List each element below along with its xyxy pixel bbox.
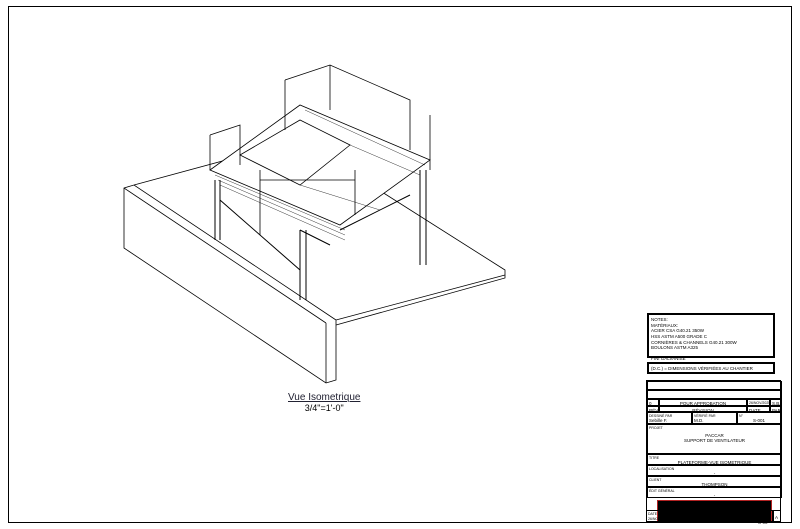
rev-cell: RÉV.01 [676,510,706,522]
notes-line: FINI GALVANISÉ [651,355,686,361]
rev-date: 26/NOV/2025 [747,399,771,406]
notes-box: NOTES: MATÉRIAUX: ACIER CSA G40.21 350W … [647,313,775,361]
notes-line: ACIER CSA G40.21 350W [651,328,705,334]
sheet-size: A [773,510,781,522]
rev-by: S.B. [770,399,782,406]
title-block: 0 POUR APPROBATION 26/NOV/2025 S.B. RÉV … [646,380,782,522]
rev-desc: POUR APPROBATION [659,399,747,406]
drawing-sheet-border [8,6,792,523]
rev-header: RÉV [647,406,659,413]
guardrails [209,64,431,235]
desc-header: RÉVISION [659,406,747,413]
general-edit: ÉDIT GÉNÉRAL- [647,487,782,498]
wall-left [123,184,337,384]
grating-lines [214,109,426,241]
notes-line: NOTES: [651,317,668,322]
notes-line: BOULONS ASTM A325 [651,345,699,351]
view-scale: 3/4"=1'-0" [304,403,344,413]
dimension-note: (D.C.) = DIMENSIONS VÉRIFIÉES AU CHANTIE… [647,362,775,374]
view-title: Vue Isometrique [288,392,361,403]
location: LOCALISATION- [647,465,782,476]
date-header: DATE [747,406,770,413]
notes-line: CORNIÈRES & CHANNELS G40.21 300W [651,339,737,345]
notes-line: HSS ASTM A500 GRADE C [651,333,708,339]
notes-line: MATÉRIAUX: [651,322,679,328]
by-header: PAR [770,406,782,413]
sheet-cell: DESSIN N°S-00 [756,510,773,525]
revision-empty-row [647,390,782,399]
view-caption: Vue Isometrique 3/4"=1'-0" [288,392,360,413]
revision-empty-row [647,381,782,390]
rev-number: 0 [647,399,659,406]
drawing-number: N°S-001 [737,412,782,424]
scale-cell: ÉCH.INDIQUÉE [706,510,734,522]
